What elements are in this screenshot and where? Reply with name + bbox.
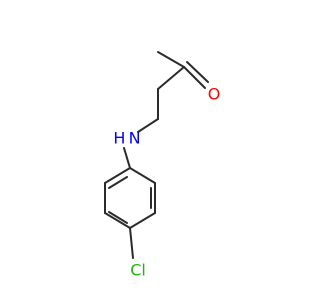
bond-c2-c3 (157, 66, 185, 90)
nitrogen-label: H N (113, 129, 140, 148)
chemical-structure: O H N Cl (104, 51, 221, 280)
bond-c4-n (137, 118, 159, 133)
structure-canvas: O H N Cl (104, 51, 221, 280)
ring-double-2 (108, 211, 128, 224)
bond-ring-cl (129, 227, 134, 259)
bond-carbonyl-b (186, 61, 209, 83)
ring-bond-1 (129, 167, 156, 184)
oxygen-label: O (208, 85, 221, 104)
ring-bond-6 (104, 167, 131, 184)
bond-layer (104, 51, 209, 259)
chlorine-label: Cl (130, 261, 146, 280)
ring-bond-3 (129, 212, 156, 229)
ring-double-3 (108, 176, 128, 189)
ring-bond-4 (104, 212, 131, 229)
bond-carbonyl-a (183, 66, 206, 89)
bond-methyl (157, 51, 185, 68)
bond-n-ring (123, 147, 131, 169)
